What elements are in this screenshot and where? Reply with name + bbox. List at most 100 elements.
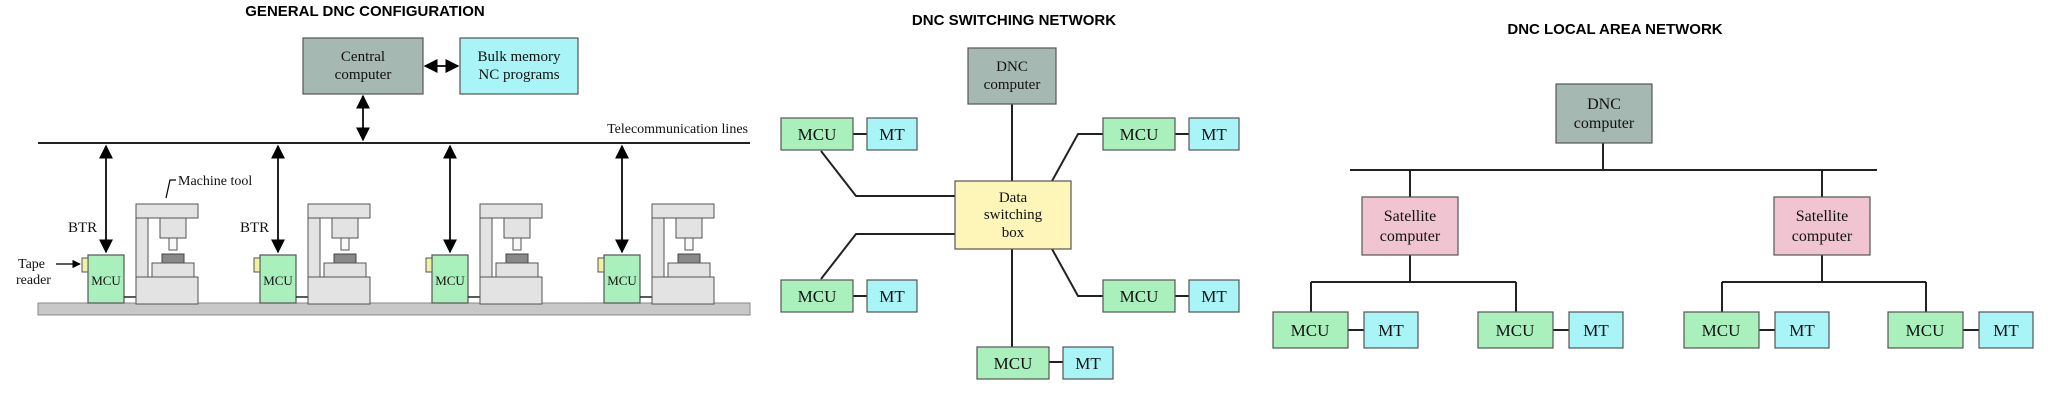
mcu-box-br	[1102, 279, 1176, 313]
bulk-memory-label-2: NC programs	[478, 67, 559, 83]
lan-mt-label-3: MT	[1789, 321, 1815, 340]
lan-node-1: MCU MT	[1272, 311, 1419, 349]
lan-mt-label-1: MT	[1378, 321, 1404, 340]
station-4: MCU	[597, 144, 715, 305]
panel3-title: DNC LOCAL AREA NETWORK	[1507, 21, 1722, 38]
bulk-memory-label-1: Bulk memory	[478, 49, 561, 65]
switch-label-1: Data	[999, 190, 1028, 206]
mcu-label-1: MCU	[91, 273, 121, 288]
shop-floor	[37, 302, 751, 316]
lan-dnc-label-1: DNC	[1587, 96, 1621, 113]
station-1: BTR MCU	[68, 144, 199, 305]
dnc-computer-label-1: DNC	[996, 59, 1028, 75]
tape-reader-4	[597, 257, 605, 273]
link-mcu-top-left	[820, 150, 955, 197]
node-bottom: MCU MT	[976, 346, 1114, 380]
lan-node-2: MCU MT	[1477, 311, 1624, 349]
panel1-title: GENERAL DNC CONFIGURATION	[245, 3, 484, 20]
mcu-box-tr	[1102, 117, 1176, 151]
central-computer-label-1: Central	[341, 49, 385, 65]
dnc-computer-label-2: computer	[984, 77, 1041, 93]
machine-tool-pointer	[165, 179, 176, 199]
mcu-box-2	[259, 254, 297, 304]
station-2: BTR MCU	[240, 144, 371, 305]
mcu-box-4	[603, 254, 641, 304]
telecom-label: Telecommunication lines	[607, 122, 748, 137]
link-mcu-bottom-left	[820, 233, 955, 280]
mt-label-bl: MT	[879, 287, 905, 306]
mcu-box-tl	[780, 117, 854, 151]
node-bottom-right: MCU MT	[1102, 279, 1240, 313]
lan-mcu-label-1: MCU	[1291, 321, 1330, 340]
satellite-left-box	[1361, 196, 1459, 256]
panel-local-area-network: DNC LOCAL AREA NETWORK DNC computer Sate…	[1272, 21, 2034, 349]
mcu-label-b: MCU	[994, 354, 1033, 373]
bulk-memory-box	[459, 37, 579, 95]
mcu-label-3: MCU	[435, 273, 465, 288]
lan-mt-label-2: MT	[1583, 321, 1609, 340]
mcu-label-br: MCU	[1120, 287, 1159, 306]
mcu-label-2: MCU	[263, 273, 293, 288]
tape-reader-label-2: reader	[16, 273, 51, 288]
mt-label-b: MT	[1075, 354, 1101, 373]
lan-node-3: MCU MT	[1683, 311, 1830, 349]
lan-dnc-computer-box	[1555, 83, 1653, 144]
satellite-right-box	[1773, 196, 1871, 256]
central-computer-box	[302, 37, 424, 95]
machine-tool-1	[135, 203, 199, 305]
lan-mt-box-1	[1363, 311, 1419, 349]
lan-mcu-box-1	[1272, 311, 1349, 349]
machine-tool-3	[479, 203, 543, 305]
lan-node-4: MCU MT	[1887, 311, 2034, 349]
lan-mcu-label-3: MCU	[1702, 321, 1741, 340]
dnc-computer-box	[967, 47, 1057, 105]
machine-tool-label: Machine tool	[178, 174, 252, 189]
lan-mcu-box-4	[1887, 311, 1964, 349]
mt-box-tl	[866, 117, 918, 151]
panel-general-dnc: GENERAL DNC CONFIGURATION Central comput…	[16, 3, 751, 316]
machine-tool-4	[651, 203, 715, 305]
tape-reader-label-1: Tape	[18, 257, 45, 272]
panel-switching-network: DNC SWITCHING NETWORK DNC computer Data …	[780, 12, 1240, 380]
mt-label-br: MT	[1201, 287, 1227, 306]
satellite-right-label-2: computer	[1792, 228, 1853, 245]
mt-box-b	[1062, 346, 1114, 380]
mt-label-tr: MT	[1201, 125, 1227, 144]
mcu-label-4: MCU	[607, 273, 637, 288]
mcu-box-b	[976, 346, 1050, 380]
lan-mcu-label-4: MCU	[1906, 321, 1945, 340]
node-top-right: MCU MT	[1102, 117, 1240, 151]
data-switching-box	[954, 180, 1072, 250]
satellite-left-label-2: computer	[1380, 228, 1441, 245]
mcu-label-tl: MCU	[798, 125, 837, 144]
tape-reader-1	[81, 257, 89, 273]
panel2-title: DNC SWITCHING NETWORK	[912, 12, 1116, 29]
mcu-box-3	[431, 254, 469, 304]
station-3: MCU	[425, 144, 543, 305]
tape-reader-2	[253, 257, 261, 273]
lan-dnc-label-2: computer	[1574, 115, 1635, 132]
lan-mcu-box-2	[1477, 311, 1554, 349]
mcu-label-tr: MCU	[1120, 125, 1159, 144]
mt-box-bl	[866, 279, 918, 313]
switch-label-2: switching	[984, 207, 1043, 223]
satellite-right-label-1: Satellite	[1796, 208, 1848, 225]
lan-mcu-box-3	[1683, 311, 1760, 349]
tape-reader-3	[425, 257, 433, 273]
lan-mt-box-4	[1978, 311, 2034, 349]
lan-mt-box-2	[1568, 311, 1624, 349]
btr-label-2: BTR	[240, 220, 269, 236]
machine-tool-2	[307, 203, 371, 305]
node-bottom-left: MCU MT	[780, 279, 918, 313]
node-top-left: MCU MT	[780, 117, 918, 151]
mt-label-tl: MT	[879, 125, 905, 144]
lan-mt-label-4: MT	[1993, 321, 2019, 340]
central-computer-label-2: computer	[335, 67, 392, 83]
mcu-box-1	[87, 254, 125, 304]
lan-mt-box-3	[1774, 311, 1830, 349]
mcu-label-bl: MCU	[798, 287, 837, 306]
link-mcu-top-right	[1051, 133, 1103, 182]
lan-mcu-label-2: MCU	[1496, 321, 1535, 340]
btr-label-1: BTR	[68, 220, 97, 236]
